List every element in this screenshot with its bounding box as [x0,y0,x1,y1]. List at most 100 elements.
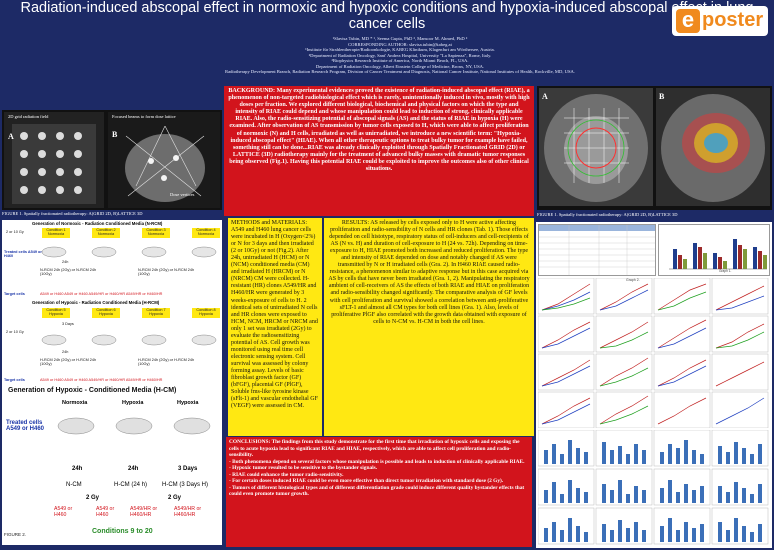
methods-text: METHODS and MATERIALS: A549 and H460 lun… [231,220,318,410]
t24-1: 24h [62,260,69,264]
results-section: RESULTS: AS released by cells exposed on… [324,218,534,436]
ct-tag-b: B [659,92,665,101]
proliferation-line-charts [538,278,769,428]
results-charts: Graph 1. [536,222,772,548]
target-label-1: Target cells [4,292,25,296]
lattice-image: Focused beams to form dose lattice B Dos… [108,112,220,208]
hrcm-label: H-RCM 24h (2Gy) or H-RCM 24h (10Gy) [40,358,97,366]
methods-section: METHODS and MATERIALS: A549 and H460 lun… [228,218,322,436]
tgt-b: A549 or H460 [96,506,115,518]
conclusion-bullet-5: - Tumors of different histological types… [229,484,525,498]
affiliation-3: ²Biophysics Research Institute of Americ… [331,58,469,63]
tgt-c: A549/HR or H460/HR [130,506,158,518]
cond-4: Condition 4 Normoxia [192,228,220,238]
grid-image: 2D grid radiation field A [4,112,104,208]
affiliation-5: Radiotherapy Development Branch, Radiati… [225,69,575,74]
corresponding: CORRESPONDING AUTHOR: slavisa.tubin@kabe… [348,41,452,47]
tag-b: B [112,130,118,139]
e-logo-icon: e [676,9,700,33]
conclusion-bullet-4: - For certain doses induced RIAE could b… [229,478,504,484]
conclusions-head: CONCLUSIONS: The findings from this stud… [229,439,520,458]
ct-scan-b [661,94,765,202]
poster-title: Radiation-induced abscopal effect in nor… [20,0,754,32]
graph-1: Graph 1. [658,224,770,276]
hrcm-label-b: H-RCM 24h (2Gy) or H-RCM 24h (10Gy) [138,358,195,366]
figure-2-schematic: Generation of Normoxic - Radiation Condi… [2,220,222,545]
gy2a: 2 Gy [86,495,100,501]
normoxia-label: Normoxia [62,400,88,406]
affiliation-2: ²Department of Radiation Oncology, Sant'… [308,52,492,58]
cond-7: Condition 7 Hypoxia [142,308,170,318]
schem-title-nrcm: Generation of Normoxic - Radiation Condi… [32,221,163,226]
lattice-sphere [125,126,205,202]
cond-5: Condition 5 Hypoxia [42,308,70,318]
ct-scan-a [544,94,648,202]
dose-label-1: 2 or 10 Gy [6,230,24,234]
conclusions-section: CONCLUSIONS: The findings from this stud… [226,437,532,547]
graph-1-label: Graph 1. [719,269,732,273]
author-block: ¹Slavisa Tubin, MD * ¹, Seema Gupta, PhD… [120,36,680,75]
cond-3: Condition 3 Normoxia [142,228,170,238]
big-3d: 3 Days [178,466,198,472]
hcm24-label: H-CM (24 h) [114,482,148,488]
grid-pattern [12,124,96,204]
table-1-grid [539,225,655,275]
ct-image-b: B [656,88,770,206]
t24-2: 24h [62,350,69,354]
cond-1: Condition 1 Normoxia [42,228,70,238]
nrcm-label-b: N-RCM 24h (2Gy) or N-RCM 24h (10Gy) [138,268,195,276]
cond-6: Condition 6 Hypoxia [92,308,120,318]
gy2b: 2 Gy [168,495,182,501]
conclusion-bullet-3: - RIAE could enhance the tumor radio-sen… [229,471,344,478]
figure-1-right: A B [537,86,772,210]
dose-vertices-label: Dose vertices [170,192,195,197]
dose-label-2: 2 or 10 Gy [6,330,24,334]
conditions-9-20: Conditions 9 to 20 [92,528,153,535]
logo-text: poster [702,9,764,31]
table-1 [538,224,656,276]
schem-title-hcm: Generation of Hypoxic - Conditioned Medi… [8,387,177,394]
target-vals-2: A549 or H460 A549 or H460 A549/HR or H46… [40,378,163,382]
affiliation-1: ¹Institute für Strahlentherapie/Radioonk… [305,47,495,52]
hcm3d-label: H-CM (3 Days H) [162,482,208,488]
nrcm-label: N-RCM 24h (2Gy) or N-RCM 24h (10Gy) [40,268,97,276]
cond-2: Condition 2 Normoxia [92,228,120,238]
figure-1-left: 2D grid radiation field A Focused beams … [2,110,222,210]
tgt-a: A549 or H460 [54,506,73,518]
affiliation-4: Department of Radiation Oncology, Albert… [315,63,485,69]
petri-dishes-1 [41,246,217,258]
target-label-2: Target cells [4,378,25,382]
ct-image-a: A [539,88,653,206]
background-text: BACKGROUND: Many experimental evidences … [228,88,530,173]
graph-2-label: Graph 2. [626,278,640,282]
conclusion-bullet-2: - Hypoxic tumor resulted to be sensitive… [229,465,378,471]
figure-1-left-caption: FIGURE 1. Spatially fractionated radioth… [2,211,143,216]
schem-title-hrcm: Generation of Hypoxic - Radiation Condit… [32,300,160,305]
big-24h-b: 24h [128,466,139,472]
lattice-label: Focused beams to form dose lattice [112,114,176,119]
conclusion-bullet-1: - Both phenomena depend on several facto… [229,458,525,465]
petri-dishes-3 [57,417,211,435]
ct-tag-a: A [542,92,548,101]
hypoxia-label-1: Hypoxia [122,400,144,406]
target-vals-1: A549 or H460 A549 or H460 A549/HR or H46… [40,292,163,296]
grid-label: 2D grid radiation field [8,114,49,119]
authors: ¹Slavisa Tubin, MD * ¹, Seema Gupta, PhD… [332,36,468,41]
eposter-logo[interactable]: e poster [672,6,768,36]
survival-bar-charts [538,430,769,545]
big-treated: Treated cells A549 or H460 [6,420,45,432]
hypoxia-label-2: Hypoxia [177,400,199,406]
graph-1-bars [669,239,767,270]
results-text: RESULTS: AS released by cells exposed on… [328,220,530,325]
tag-a: A [8,132,14,141]
cond-8: Condition 8 Hypoxia [192,308,220,318]
ncm-label: N-CM [66,482,82,488]
t3d-1: 3 Days [62,322,74,326]
background-section: BACKGROUND: Many experimental evidences … [224,86,534,216]
treated-label-1: Treated cells A549 or H460 [4,250,42,258]
big-24h-a: 24h [72,466,83,472]
tgt-d: A549/HR or H460/HR [174,506,202,518]
figure-2-label: FIGURE 2. [4,532,27,537]
figure-1-right-caption: FIGURE 1. Spatially fractionated radioth… [537,212,678,217]
petri-dishes-2 [41,334,217,346]
